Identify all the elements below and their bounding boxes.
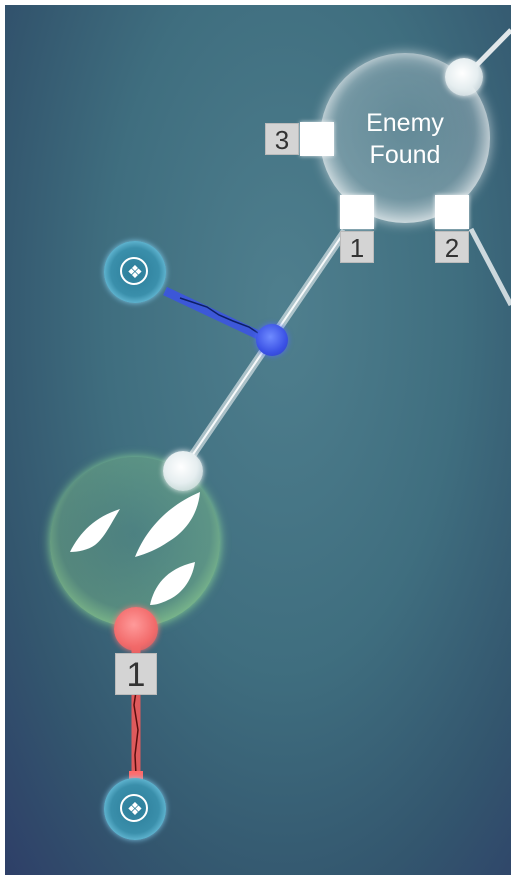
unit-port-1-label: 1 (115, 653, 157, 695)
link-port-2[interactable] (468, 227, 511, 307)
sensor-ring-icon (120, 257, 148, 285)
sensor-node-bottom[interactable]: ❖ (104, 778, 166, 840)
blue-link-signal (179, 297, 262, 336)
enemy-port-3-label: 3 (265, 123, 299, 155)
enemy-port-2-label: 2 (435, 231, 469, 263)
enemy-port-1[interactable] (340, 195, 374, 229)
enemy-port-3[interactable] (300, 122, 334, 156)
blue-link-knob[interactable] (256, 324, 288, 356)
enemy-port-2[interactable] (435, 195, 469, 229)
enemy-label-line1: Enemy (366, 109, 444, 137)
enemy-label-line2: Found (369, 141, 441, 169)
red-link-knob[interactable] (114, 607, 158, 651)
game-canvas: Enemy Found 3 1 2 ❖ 1 ❖ (5, 5, 511, 875)
flame-unit-icon (70, 492, 200, 605)
sensor-ring-icon (120, 794, 148, 822)
enemy-output-knob[interactable] (445, 58, 483, 96)
radar-icon: ❖ (126, 799, 144, 819)
unit-input-knob[interactable] (163, 451, 203, 491)
sensor-node-top[interactable]: ❖ (104, 241, 166, 303)
enemy-port-1-label: 1 (340, 231, 374, 263)
radar-icon: ❖ (126, 262, 144, 282)
unit-node[interactable] (50, 457, 220, 627)
